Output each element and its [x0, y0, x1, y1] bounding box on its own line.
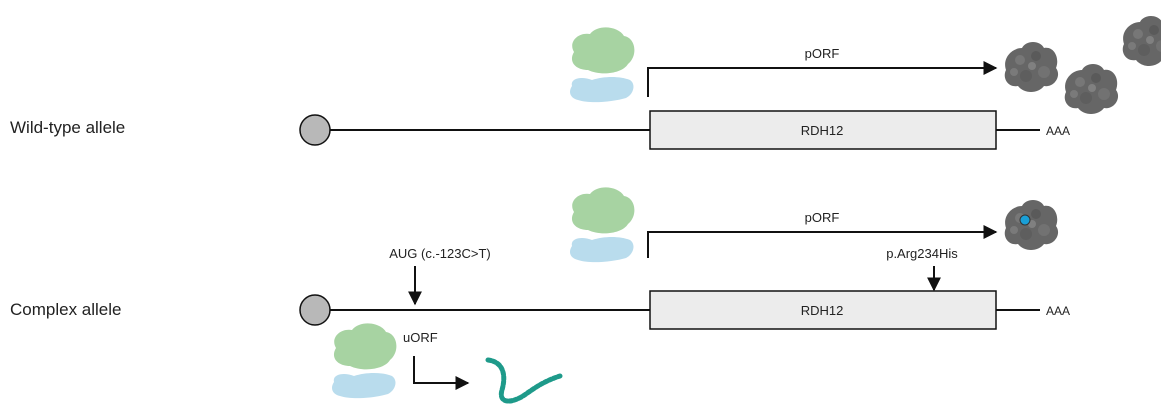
complex-rdh12-box [649, 290, 997, 330]
complex-porf-label: pORF [805, 210, 840, 225]
uorf-label: uORF [403, 330, 438, 345]
complex-polya-label: AAA [1046, 304, 1070, 318]
complex-allele-label: Complex allele [10, 300, 122, 319]
complex-ribosome-uorf [332, 323, 397, 399]
complex-mutant-protein [1004, 200, 1059, 250]
wild-type-ribosome [570, 27, 635, 103]
wild-type-protein-2 [1064, 64, 1119, 114]
complex-ribosome-porf [570, 187, 635, 263]
wild-type-allele-row: pORF RDH12 AAA [299, 16, 1161, 150]
wild-type-porf-label: pORF [805, 46, 840, 61]
mutation-dot [1019, 214, 1031, 226]
wild-type-5-cap [299, 114, 331, 146]
wild-type-protein-1 [1004, 42, 1059, 92]
complex-allele-row: pORF AUG (c.-123C>T) p.Arg234His RDH12 A… [299, 187, 1070, 404]
wild-type-allele-label: Wild-type allele [10, 118, 126, 137]
wild-type-polya-label: AAA [1046, 124, 1070, 138]
wild-type-porf-arrow [647, 61, 998, 97]
wild-type-rdh12-box [649, 110, 997, 150]
complex-5-cap [299, 294, 331, 326]
complex-rdh12-label: RDH12 [801, 303, 844, 318]
variant-label: p.Arg234His [886, 246, 958, 261]
uorf-peptide [485, 357, 563, 404]
wild-type-protein-3 [1122, 16, 1161, 66]
complex-porf-arrow [647, 225, 998, 258]
upstream-aug-label: AUG (c.-123C>T) [389, 246, 491, 261]
wild-type-rdh12-label: RDH12 [801, 123, 844, 138]
uorf-arrow [413, 356, 470, 390]
